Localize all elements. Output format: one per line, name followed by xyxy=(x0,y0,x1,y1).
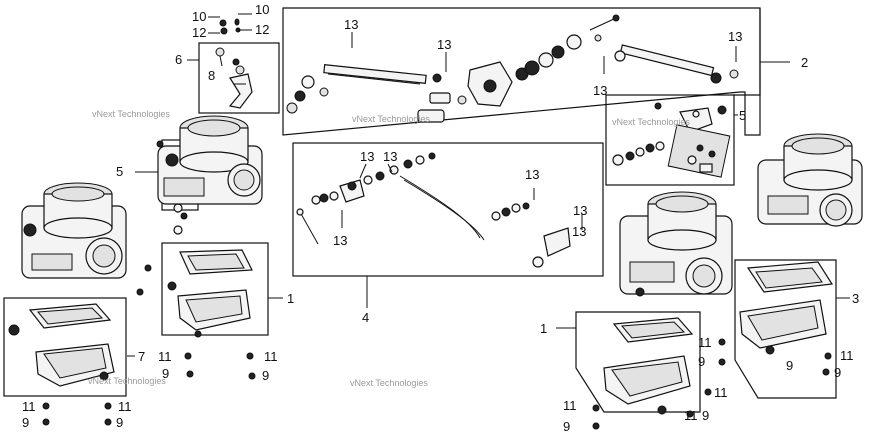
callout-11-d: 11 xyxy=(118,399,132,414)
callout-13-g: 13 xyxy=(525,167,539,182)
callout-9-i: 9 xyxy=(786,358,793,373)
callout-11-f: 11 xyxy=(714,385,728,400)
callout-1-right: 1 xyxy=(540,321,547,336)
watermark-3: vNext Technologies xyxy=(612,117,690,127)
callout-5-left: 5 xyxy=(116,164,123,179)
throttle-stop-parts xyxy=(215,18,253,109)
callout-11-g: 11 xyxy=(563,398,577,413)
choke-linkage-assembly xyxy=(296,152,583,268)
callout-5-right: 5 xyxy=(739,108,746,123)
float-bowl-set-7 xyxy=(8,303,115,387)
frame-group-7 xyxy=(3,297,127,397)
callout-9-d: 9 xyxy=(116,415,123,430)
callout-12-left: 12 xyxy=(192,25,206,40)
callout-10-right: 10 xyxy=(255,2,269,17)
callout-11-e: 11 xyxy=(698,335,712,350)
callout-13-j: 13 xyxy=(572,224,586,239)
callout-8: 8 xyxy=(208,68,215,83)
frame-group-2-right xyxy=(733,8,761,96)
callout-7: 7 xyxy=(138,349,145,364)
callout-13-e: 13 xyxy=(360,149,374,164)
watermark-2: vNext Technologies xyxy=(352,114,430,124)
watermark-5: vNext Technologies xyxy=(350,378,428,388)
frame-group-4 xyxy=(292,142,604,277)
callout-13-b: 13 xyxy=(437,37,451,52)
callout-9-h: 9 xyxy=(702,408,709,423)
float-bowl-set-1-left xyxy=(167,249,253,338)
callout-9-f: 9 xyxy=(834,365,841,380)
callout-11-b: 11 xyxy=(264,349,278,364)
carburetor-body-mid-right xyxy=(619,191,733,297)
callout-13-h: 13 xyxy=(573,203,587,218)
callout-13-a: 13 xyxy=(344,17,358,32)
float-bowl-set-3 xyxy=(739,261,834,355)
callout-10-left: 10 xyxy=(192,9,206,24)
carburetor-body-top-right xyxy=(757,133,863,227)
callout-12-right: 12 xyxy=(255,22,269,37)
callout-9-b: 9 xyxy=(262,368,269,383)
carburetor-body-mid-left xyxy=(21,182,127,279)
watermark-4: vNext Technologies xyxy=(88,376,166,386)
fasteners xyxy=(42,264,832,430)
callout-11-h: 11 xyxy=(840,348,854,363)
frame-group-5-right xyxy=(605,94,735,186)
callout-11-c: 11 xyxy=(22,399,36,414)
callout-13-i: 13 xyxy=(333,233,347,248)
callout-4: 4 xyxy=(362,310,369,325)
frame-group-6 xyxy=(198,42,280,114)
callout-9-a: 9 xyxy=(162,366,169,381)
float-bowl-set-1-right xyxy=(603,317,694,415)
callout-11-i: 11 xyxy=(684,408,698,423)
frame-group-1-right xyxy=(575,311,701,413)
watermark-1: vNext Technologies xyxy=(92,109,170,119)
linkage-assembly-top xyxy=(286,14,739,123)
callout-9-e: 9 xyxy=(698,354,705,369)
callout-11-a: 11 xyxy=(158,349,172,364)
callout-13-f: 13 xyxy=(383,149,397,164)
choke-parts-right xyxy=(612,102,731,178)
callout-13-c: 13 xyxy=(728,29,742,44)
callout-9-g: 9 xyxy=(563,419,570,434)
callout-3: 3 xyxy=(852,291,859,306)
callout-9-c: 9 xyxy=(22,415,29,430)
frame-group-3 xyxy=(734,259,837,399)
callout-6: 6 xyxy=(175,52,182,67)
callout-2: 2 xyxy=(801,55,808,70)
callout-13-d: 13 xyxy=(593,83,607,98)
callout-1-left: 1 xyxy=(287,291,294,306)
frame-group-1-left xyxy=(161,242,269,336)
carburetor-body-top-left xyxy=(157,115,263,205)
